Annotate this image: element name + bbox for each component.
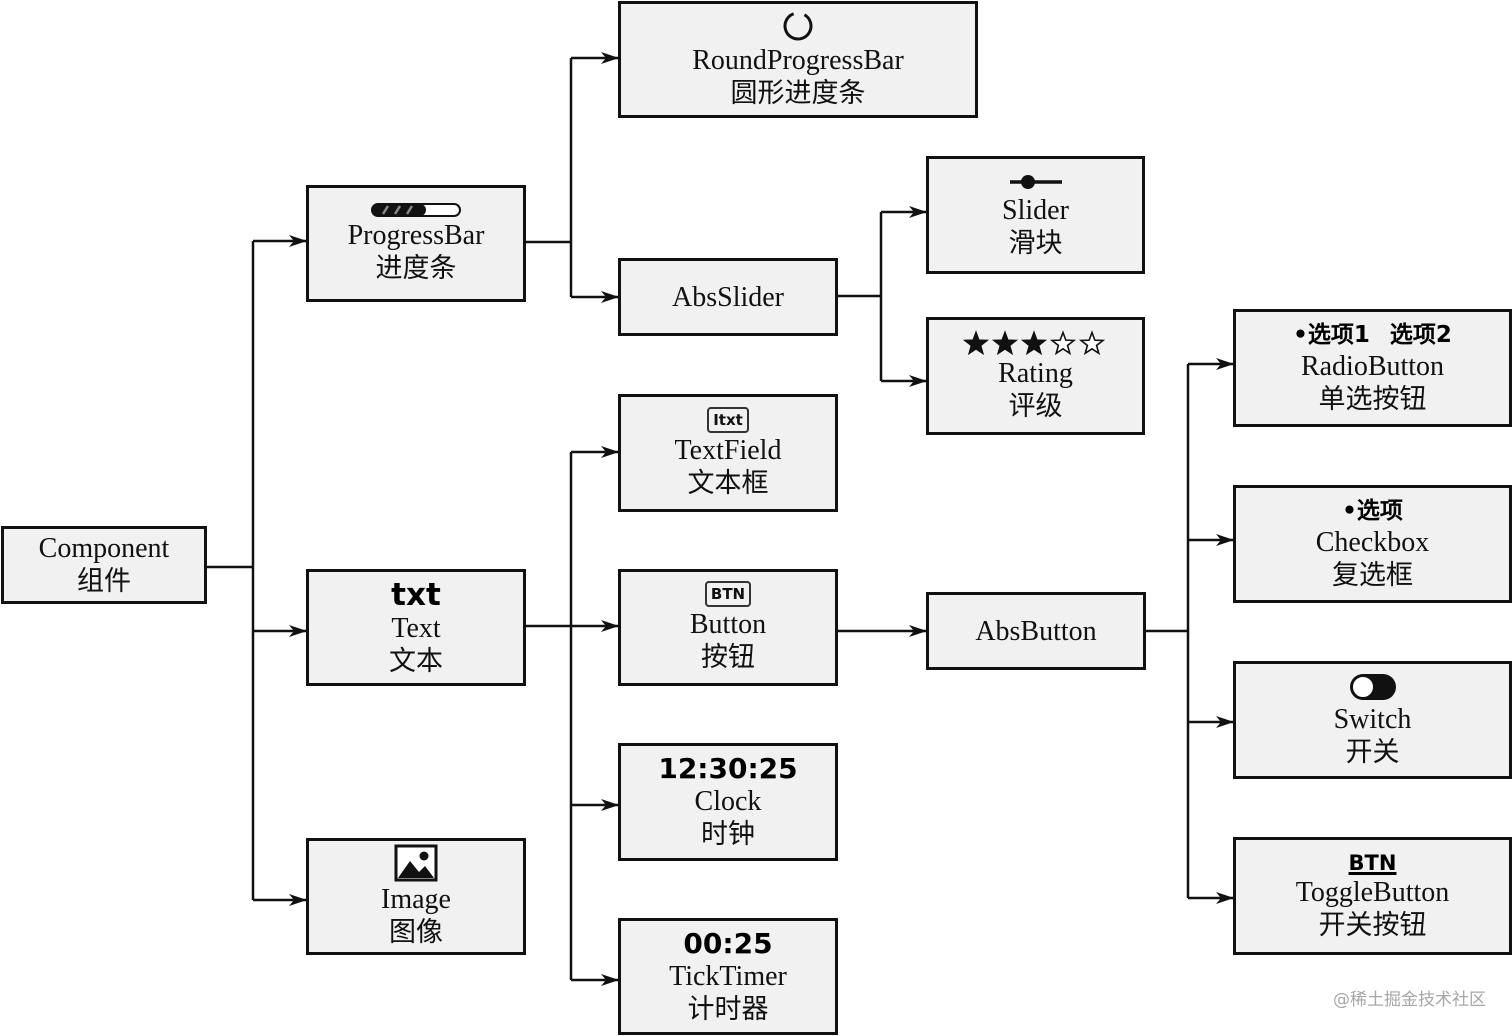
- node-textfield-label-cn: 文本框: [687, 467, 769, 499]
- node-component-label-en: Component: [38, 533, 170, 564]
- node-togglebutton-label-en: ToggleButton: [1295, 877, 1450, 908]
- node-radiobutton-label-cn: 单选按钮: [1318, 384, 1427, 415]
- edge-progressbar-trunk: [526, 58, 573, 297]
- node-togglebutton: BTN ToggleButton 开关按钮: [1233, 837, 1512, 955]
- node-clock-label-cn: 时钟: [701, 819, 755, 850]
- toggle-switch-icon: [1348, 672, 1398, 702]
- node-slider-label-en: Slider: [1002, 194, 1069, 226]
- node-button-label-cn: 按钮: [701, 642, 755, 673]
- node-checkbox-label-cn: 复选框: [1332, 560, 1413, 591]
- node-roundprogressbar-label-cn: 圆形进度条: [730, 78, 866, 109]
- checkbox-option-icon: •选项: [1342, 498, 1403, 524]
- star-filled-icon: [1020, 329, 1048, 355]
- node-clock: 12:30:25 Clock 时钟: [618, 743, 838, 861]
- node-ticktimer-label-cn: 计时器: [687, 993, 769, 1025]
- slider-icon: [1008, 171, 1064, 193]
- node-radiobutton-label-en: RadioButton: [1300, 351, 1445, 382]
- node-textfield: Itxt TextField 文本框: [618, 394, 838, 512]
- edge-text-trunk: [526, 452, 573, 980]
- node-switch-label-en: Switch: [1333, 703, 1412, 735]
- node-button: BTN Button 按钮: [618, 569, 838, 686]
- button-icon-label: BTN: [704, 581, 752, 607]
- textfield-icon-label: Itxt: [707, 406, 749, 433]
- togglebutton-icon: BTN: [1348, 851, 1397, 875]
- node-roundprogressbar: RoundProgressBar 圆形进度条: [618, 1, 978, 118]
- watermark: @稀土掘金技术社区: [1333, 990, 1486, 1010]
- node-absslider: AbsSlider: [618, 258, 838, 336]
- clock-icon: 12:30:25: [658, 752, 798, 785]
- node-slider-label-cn: 滑块: [1008, 227, 1063, 259]
- node-radiobutton: •选项1 选项2 RadioButton 单选按钮: [1233, 309, 1512, 427]
- node-absslider-label-en: AbsSlider: [672, 281, 784, 313]
- node-roundprogressbar-label-en: RoundProgressBar: [692, 45, 904, 76]
- node-clock-label-en: Clock: [694, 786, 762, 817]
- node-button-label-en: Button: [689, 609, 767, 640]
- edge-component-trunk: [207, 241, 255, 900]
- radio-options-icon: •选项1 选项2: [1293, 320, 1452, 350]
- node-progressbar-label-cn: 进度条: [375, 253, 457, 284]
- star-filled-icon: [963, 329, 990, 355]
- node-checkbox-label-en: Checkbox: [1315, 527, 1430, 558]
- node-image-label-cn: 图像: [389, 917, 443, 948]
- node-textfield-label-en: TextField: [674, 434, 782, 466]
- node-checkbox: •选项 Checkbox 复选框: [1233, 485, 1512, 603]
- node-ticktimer-label-en: TickTimer: [669, 960, 787, 992]
- image-icon: [394, 844, 438, 882]
- star-empty-icon: [1078, 329, 1106, 355]
- node-rating: Rating 评级: [926, 317, 1145, 435]
- button-icon: BTN: [704, 581, 752, 607]
- node-rating-label-cn: 评级: [1008, 390, 1063, 422]
- node-togglebutton-label-cn: 开关按钮: [1318, 910, 1427, 941]
- ticktimer-icon: 00:25: [683, 926, 773, 960]
- node-progressbar-label-en: ProgressBar: [347, 220, 485, 251]
- node-image-label-en: Image: [381, 884, 451, 915]
- node-absbutton: AbsButton: [926, 592, 1146, 670]
- node-component-label-cn: 组件: [77, 566, 131, 597]
- node-component: Component 组件: [1, 526, 207, 604]
- node-rating-label-en: Rating: [998, 357, 1073, 389]
- node-slider: Slider 滑块: [926, 156, 1145, 274]
- node-text-label-cn: 文本: [389, 645, 443, 677]
- star-empty-icon: [1049, 329, 1077, 355]
- node-switch: Switch 开关: [1233, 661, 1512, 779]
- node-switch-label-cn: 开关: [1345, 736, 1400, 768]
- radio-option-2: 选项2: [1389, 322, 1452, 348]
- edge-absbutton-trunk: [1146, 364, 1190, 898]
- progressbar-icon: [370, 202, 462, 218]
- node-text: txt Text 文本: [306, 569, 526, 686]
- edge-absslider-trunk: [838, 212, 883, 381]
- round-progress-icon: [781, 9, 815, 43]
- node-image: Image 图像: [306, 838, 526, 955]
- star-filled-icon: [991, 329, 1019, 355]
- rating-stars-icon: [963, 329, 1108, 356]
- node-text-label-en: Text: [391, 612, 441, 644]
- text-icon: txt: [391, 576, 441, 613]
- node-ticktimer: 00:25 TickTimer 计时器: [618, 918, 838, 1035]
- node-progressbar: ProgressBar 进度条: [306, 185, 526, 302]
- node-absbutton-label-en: AbsButton: [975, 615, 1097, 647]
- radio-option-1: •选项1: [1293, 322, 1370, 348]
- textfield-icon: Itxt: [707, 406, 749, 433]
